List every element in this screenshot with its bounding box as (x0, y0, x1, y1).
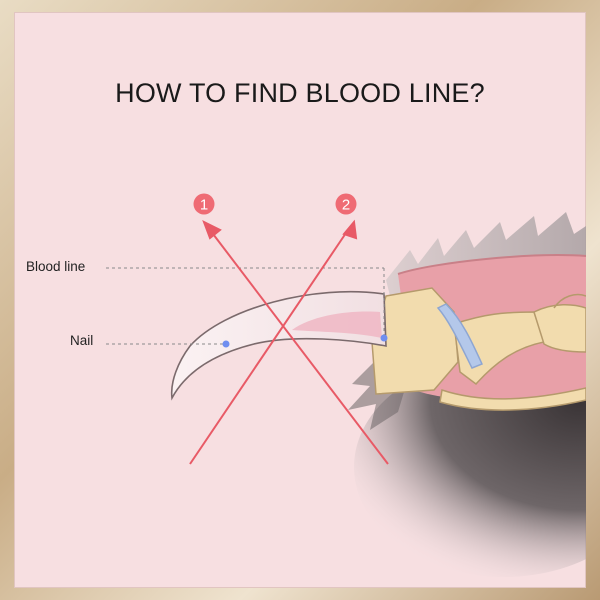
marker-one: 1 (193, 193, 215, 215)
blood-line-label: Blood line (26, 259, 86, 274)
cross-arrows (189, 219, 389, 465)
blood-line-dot (380, 334, 388, 342)
paw-pad (354, 357, 586, 577)
marker-two-label: 2 (342, 197, 350, 214)
nail-dot (222, 340, 230, 348)
leader-lines (106, 267, 385, 345)
marker-two: 2 (335, 193, 357, 215)
claw-illustration: 1 2 (106, 193, 586, 577)
diagram-panel: HOW TO FIND BLOOD LINE? (14, 12, 586, 588)
arrow-one (202, 219, 389, 465)
diagram-title: HOW TO FIND BLOOD LINE? (115, 78, 485, 108)
toe-bones (371, 287, 586, 411)
nail-label: Nail (70, 333, 94, 348)
marker-one-label: 1 (200, 197, 208, 214)
nail (170, 290, 387, 401)
arrow-two (189, 219, 358, 465)
